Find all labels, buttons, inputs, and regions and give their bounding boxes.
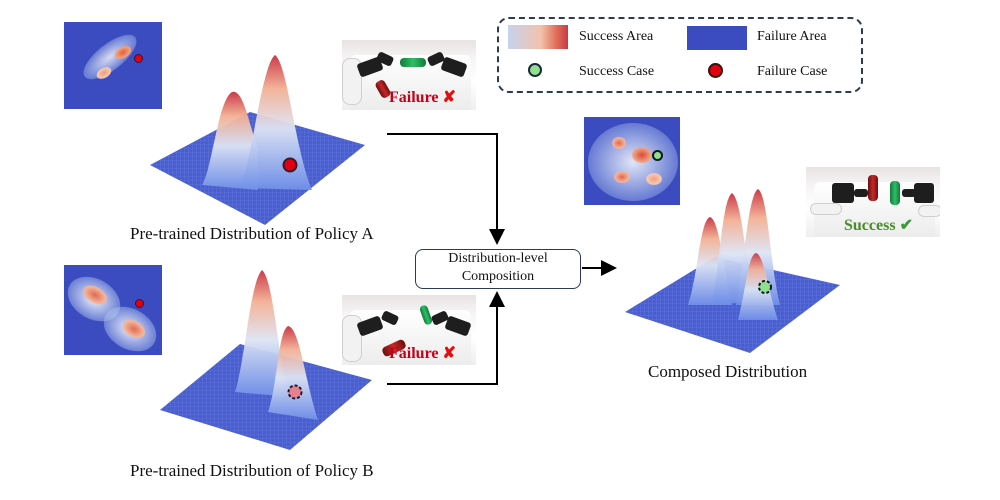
policy-b-robot-photo: Failure ✘	[342, 295, 476, 365]
policy-b-result-text: Failure	[389, 345, 439, 362]
policy-a-caption: Pre-trained Distribution of Policy A	[130, 224, 374, 243]
policy-a-heatmap-failure-marker	[134, 54, 143, 63]
legend-failure-area-swatch	[687, 26, 747, 50]
policy-b-caption: Pre-trained Distribution of Policy B	[130, 461, 374, 480]
composition-line-1: Distribution-level	[448, 251, 548, 266]
legend-success-case-label: Success Case	[579, 64, 655, 79]
arrow-from-policy-b	[387, 291, 505, 385]
cross-icon: ✘	[442, 89, 456, 106]
legend-failure-area-label: Failure Area	[757, 29, 827, 44]
policy-a-peak-left	[202, 91, 258, 190]
composed-peak-4	[738, 253, 778, 320]
policy-a-result-text: Failure	[389, 89, 439, 106]
policy-b-peak-left	[235, 270, 290, 397]
legend-failure-case-marker	[708, 63, 723, 78]
policy-a-robot-photo: Failure ✘	[342, 40, 476, 110]
legend: Success Area Failure Area Success Case F…	[497, 17, 863, 93]
policy-b-plane	[160, 344, 372, 450]
check-icon: ✔	[899, 217, 913, 234]
legend-success-case-marker	[528, 63, 542, 77]
legend-success-area-label: Success Area	[579, 29, 654, 44]
arrow-from-policy-a	[387, 133, 505, 245]
policy-b-peak-right	[268, 326, 318, 420]
policy-b-heatmap-failure-marker	[135, 299, 144, 308]
composed-plane	[625, 257, 840, 353]
composed-robot-photo: Success ✔	[806, 167, 940, 237]
composition-box: Distribution-level Composition	[415, 249, 581, 289]
legend-failure-case-label: Failure Case	[757, 64, 828, 79]
policy-b-heatmap	[64, 265, 162, 355]
policy-b-surface	[160, 270, 372, 450]
policy-a-heatmap	[64, 22, 162, 109]
composed-heatmap-success-marker	[652, 150, 663, 161]
composed-result-text: Success	[844, 217, 896, 234]
policy-b-failure-marker	[287, 384, 303, 400]
composed-heatmap	[584, 117, 680, 205]
composition-line-2: Composition	[461, 269, 535, 284]
composed-result-label: Success ✔	[844, 215, 913, 235]
policy-a-result-label: Failure ✘	[389, 87, 456, 107]
composed-caption: Composed Distribution	[648, 362, 808, 381]
composed-surface	[625, 189, 840, 353]
policy-b-result-label: Failure ✘	[389, 343, 456, 363]
policy-a-surface	[150, 55, 365, 225]
legend-success-area-swatch	[508, 25, 568, 49]
policy-a-peak-right	[240, 55, 312, 190]
policy-a-failure-marker	[282, 157, 298, 173]
composed-success-marker	[758, 280, 772, 294]
cross-icon: ✘	[442, 345, 456, 362]
